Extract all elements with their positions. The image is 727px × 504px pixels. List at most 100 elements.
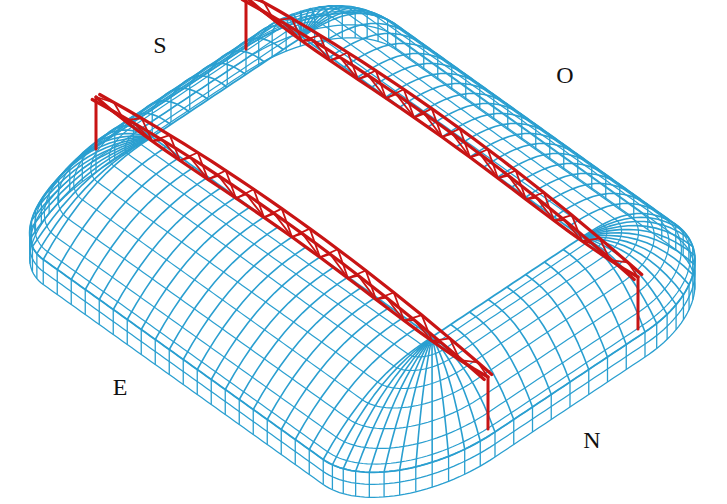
- roof-rib: [507, 287, 570, 382]
- facade-column: [309, 450, 310, 475]
- truss-chord: [250, 0, 642, 275]
- facade-column: [141, 330, 142, 355]
- roof-rib: [99, 177, 208, 300]
- facade-column: [36, 254, 37, 279]
- roof-rib: [384, 337, 432, 472]
- facade-column: [295, 440, 296, 465]
- roof-rib: [302, 6, 367, 37]
- facade-column: [464, 449, 465, 474]
- facade-column: [688, 285, 689, 310]
- facade-column: [415, 467, 416, 492]
- roof-rib: [197, 247, 306, 370]
- roof-rib: [225, 267, 334, 390]
- facade-column: [211, 380, 212, 405]
- roof-rib: [545, 262, 608, 357]
- facade-column: [683, 295, 684, 320]
- truss-chord: [96, 97, 488, 377]
- roof-rib: [169, 227, 278, 350]
- facade-column: [551, 395, 552, 420]
- roof-rib: [32, 137, 152, 247]
- roof-rib: [239, 277, 348, 400]
- roof-rib: [155, 217, 264, 340]
- roof-rib: [57, 147, 166, 270]
- roof-rib: [526, 275, 589, 370]
- roof-rib: [281, 307, 390, 430]
- facade-column: [239, 400, 240, 425]
- facade-ring: [30, 38, 695, 498]
- roof-rib: [369, 337, 432, 472]
- facade-column: [432, 462, 433, 487]
- facade-column: [675, 305, 676, 330]
- facade-column: [448, 456, 449, 481]
- facade-column: [183, 360, 184, 385]
- roof-rib: [540, 183, 634, 207]
- roof-rib: [253, 287, 362, 410]
- roof-rib: [302, 6, 355, 37]
- facade-column: [480, 441, 481, 466]
- roof-rib: [183, 237, 292, 360]
- facade-column: [57, 270, 58, 295]
- roof-rib: [582, 237, 689, 285]
- roof-rib: [211, 257, 320, 380]
- main-truss: [92, 95, 492, 430]
- facade-column: [369, 472, 370, 497]
- facade-column: [267, 420, 268, 445]
- roof-rib: [37, 137, 152, 254]
- facade-column: [113, 310, 114, 335]
- roof-rib: [358, 53, 452, 77]
- roof-rib: [470, 312, 533, 407]
- roof-rib: [416, 337, 432, 467]
- roof-rib: [113, 187, 222, 310]
- facade-column: [644, 332, 645, 357]
- facade-column: [127, 320, 128, 345]
- facade-column: [71, 280, 72, 305]
- truss-post: [245, 0, 248, 49]
- roof-rib: [488, 300, 551, 395]
- roof-rib: [127, 197, 236, 320]
- facade-column: [588, 370, 589, 395]
- truss-post: [637, 277, 640, 329]
- compass-label: O: [556, 63, 573, 87]
- facade-column: [532, 407, 533, 432]
- roof-rib: [400, 337, 432, 470]
- truss-chord: [92, 100, 484, 380]
- facade-column: [197, 370, 198, 395]
- roof-rib: [309, 327, 418, 450]
- roof-rib: [431, 337, 433, 462]
- compass-label: N: [583, 428, 600, 452]
- facade-column: [32, 247, 33, 272]
- roof-rib: [512, 163, 606, 187]
- facade-column: [494, 432, 495, 457]
- roof-rib: [141, 207, 250, 330]
- roof-rib: [85, 167, 194, 290]
- facade-column: [399, 470, 400, 495]
- roof-ring: [35, 11, 691, 464]
- facade-column: [253, 410, 254, 435]
- roof-ring: [58, 6, 669, 429]
- facade-column: [43, 260, 44, 285]
- facade-ring: [30, 25, 695, 485]
- truss-post: [487, 377, 490, 429]
- facade-column: [355, 471, 356, 496]
- facade-column: [666, 314, 667, 339]
- roof-rib: [32, 137, 152, 220]
- truss-chord: [100, 95, 492, 375]
- compass-label: E: [113, 375, 128, 399]
- facade-column: [343, 469, 344, 494]
- compass-label: S: [153, 33, 166, 57]
- facade-column: [569, 382, 570, 407]
- facade-column: [169, 350, 170, 375]
- truss-chord: [242, 0, 634, 280]
- facade-column: [155, 340, 156, 365]
- facade-column: [607, 357, 608, 382]
- roof-rib: [432, 337, 480, 441]
- facade-column: [225, 390, 226, 415]
- facade-column: [383, 472, 384, 497]
- roof-rib: [302, 6, 342, 37]
- facade-column: [272, 32, 273, 57]
- facade-column: [513, 420, 514, 445]
- facade-column: [85, 290, 86, 315]
- facade-column: [626, 345, 627, 370]
- main-truss: [242, 0, 642, 329]
